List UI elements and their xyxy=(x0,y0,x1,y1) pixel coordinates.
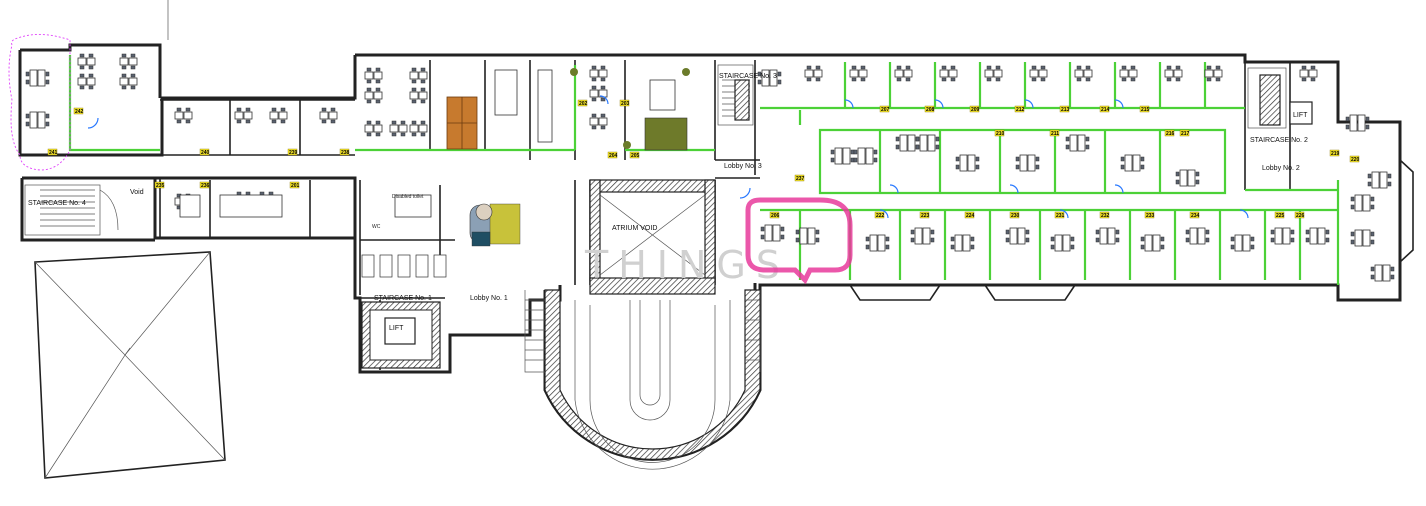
room-tags: 241 242 240 239 238 202 203 204 205 207 … xyxy=(47,99,1360,219)
atrium-label: ATRIUM VOID xyxy=(612,225,657,232)
room-tag: 237 xyxy=(796,176,805,182)
watermark-text: THINGS xyxy=(584,243,790,287)
room-tag: 234 xyxy=(1191,213,1200,219)
room-tag: 241 xyxy=(49,150,58,156)
disabled-toilet-label: Disabled toilet xyxy=(392,194,424,200)
room-tag: 222 xyxy=(876,213,885,219)
room-tag: 202 xyxy=(579,101,588,107)
feature-furniture xyxy=(179,68,690,278)
room-tag: 209 xyxy=(971,107,980,113)
wc-label: WC xyxy=(372,224,381,230)
void-label: Void xyxy=(130,189,144,196)
room-tag: 235 xyxy=(156,183,165,189)
room-tag: 216 xyxy=(1166,131,1175,137)
room-tag: 207 xyxy=(881,107,890,113)
room-tag: 214 xyxy=(1101,107,1110,113)
staircase-1 xyxy=(361,301,441,369)
watermark: THINGS xyxy=(584,197,853,287)
room-tag: 201 xyxy=(291,183,300,189)
lobby-2-label: Lobby No. 2 xyxy=(1262,165,1300,172)
room-tag: 204 xyxy=(609,153,618,159)
room-tag: 203 xyxy=(621,101,630,107)
room-tag: 205 xyxy=(631,153,640,159)
atrium-hatch-frame xyxy=(589,179,716,295)
staircase-2 xyxy=(1247,67,1313,129)
adjacent-roof xyxy=(34,251,226,479)
room-tag: 242 xyxy=(75,109,84,115)
room-tag: 233 xyxy=(1146,213,1155,219)
room-tag: 230 xyxy=(1011,213,1020,219)
staircase-3 xyxy=(717,64,754,126)
room-tag: 225 xyxy=(1276,213,1285,219)
lobby-3-label: Lobby No. 3 xyxy=(724,163,762,170)
interior-walls xyxy=(159,60,1291,370)
room-tag: 211 xyxy=(1051,131,1059,137)
staircase-1-label: STAIRCASE No. 1 xyxy=(374,295,432,302)
room-tag: 239 xyxy=(289,150,298,156)
room-tag: 212 xyxy=(1016,107,1025,113)
room-tag: 220 xyxy=(1351,157,1360,163)
site-boundary xyxy=(8,34,71,171)
room-tag: 210 xyxy=(996,131,1005,137)
lift-2-label: LIFT xyxy=(1293,112,1308,119)
room-tag: 232 xyxy=(1101,213,1110,219)
room-tag: 236 xyxy=(201,183,210,189)
room-tag: 223 xyxy=(921,213,930,219)
room-tag: 240 xyxy=(201,150,210,156)
doors xyxy=(87,95,1249,219)
room-tag: 224 xyxy=(966,213,975,219)
lift-1-label: LIFT xyxy=(389,325,404,332)
room-tag: 219 xyxy=(1331,151,1340,157)
staircase-4 xyxy=(24,184,119,236)
atrium-void xyxy=(524,194,762,470)
room-tag: 217 xyxy=(1181,131,1190,137)
room-tag: 215 xyxy=(1141,107,1150,113)
staircase-3-label: STAIRCASE No. 3 xyxy=(719,73,777,80)
bay-windows xyxy=(167,0,1414,301)
room-tag: 213 xyxy=(1061,107,1070,113)
room-labels: STAIRCASE No. 1 Lobby No. 1 LIFT STAIRCA… xyxy=(28,73,1308,332)
staircase-4-label: STAIRCASE No. 4 xyxy=(28,200,86,207)
room-tag: 238 xyxy=(341,150,350,156)
staircase-2-label: STAIRCASE No. 2 xyxy=(1250,137,1308,144)
room-tag: 208 xyxy=(926,107,935,113)
room-tag: 231 xyxy=(1056,213,1065,219)
lobby-1-label: Lobby No. 1 xyxy=(470,295,508,302)
room-tag: 226 xyxy=(1296,213,1305,219)
room-tag: 206 xyxy=(771,213,780,219)
